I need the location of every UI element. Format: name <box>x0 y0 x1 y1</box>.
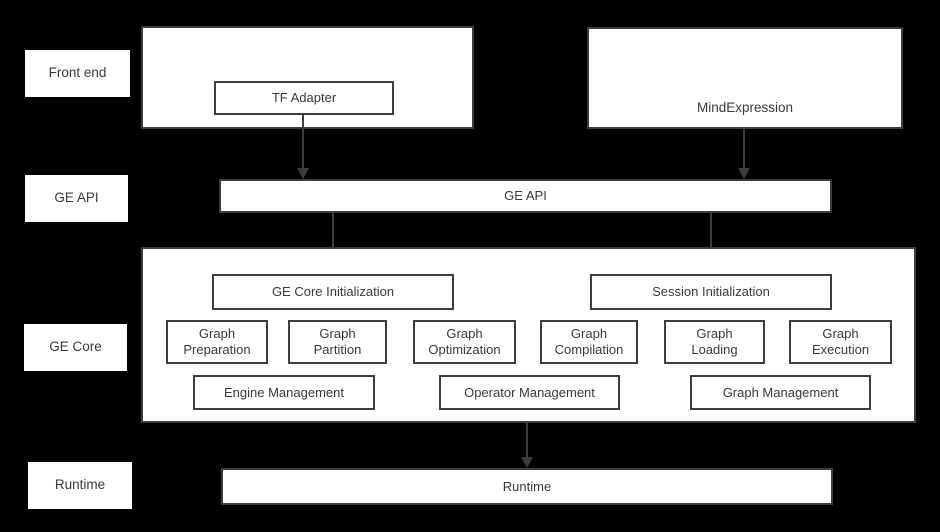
graph-loading-box[interactable]: Graph Loading <box>664 320 765 364</box>
session-initialization-box[interactable]: Session Initialization <box>590 274 832 310</box>
tf-adapter-box[interactable]: TF Adapter <box>214 81 394 115</box>
mindexpression-title: MindExpression <box>696 100 794 115</box>
layer-label-front-end: Front end <box>25 50 130 97</box>
graph-management-box[interactable]: Graph Management <box>690 375 871 410</box>
graph-execution-box[interactable]: Graph Execution <box>789 320 892 364</box>
graph-preparation-box[interactable]: Graph Preparation <box>166 320 268 364</box>
ge-core-initialization-box[interactable]: GE Core Initialization <box>212 274 454 310</box>
layer-label-ge-core: GE Core <box>24 324 127 371</box>
mindexpression-container: MindExpression <box>587 27 903 129</box>
engine-management-box[interactable]: Engine Management <box>193 375 375 410</box>
layer-label-runtime: Runtime <box>28 462 132 509</box>
ge-api-bar[interactable]: GE API <box>219 179 832 213</box>
graph-compilation-box[interactable]: Graph Compilation <box>540 320 638 364</box>
layer-label-ge-api: GE API <box>25 175 128 222</box>
graph-optimization-box[interactable]: Graph Optimization <box>413 320 516 364</box>
operator-management-box[interactable]: Operator Management <box>439 375 620 410</box>
runtime-bar[interactable]: Runtime <box>221 468 833 505</box>
graph-partition-box[interactable]: Graph Partition <box>288 320 387 364</box>
